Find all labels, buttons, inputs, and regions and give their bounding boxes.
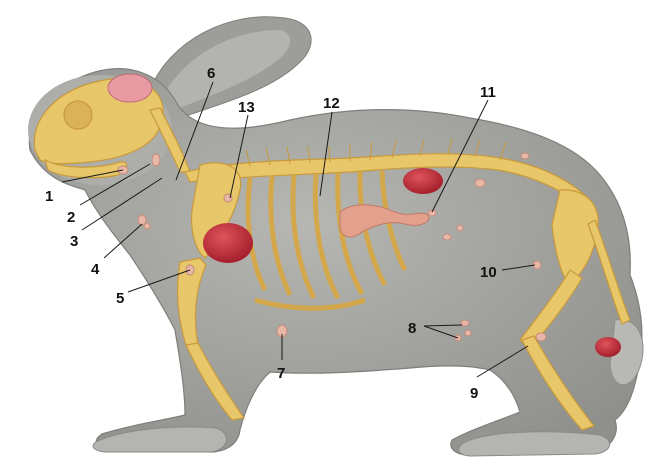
label-4: 4 (91, 261, 100, 278)
label-3: 3 (70, 233, 78, 250)
eye-socket (64, 101, 92, 129)
heart-organ (203, 223, 253, 263)
label-2: 2 (67, 209, 75, 226)
kidney-organ (403, 168, 443, 194)
label-10: 10 (480, 264, 497, 281)
label-9: 9 (470, 385, 478, 402)
label-1: 1 (45, 188, 53, 205)
label-7: 7 (277, 365, 285, 382)
label-12: 12 (323, 95, 340, 112)
label-6: 6 (207, 65, 215, 82)
hind-organ (595, 337, 621, 357)
label-11: 11 (480, 84, 496, 101)
label-13: 13 (238, 99, 255, 116)
brain (108, 74, 152, 102)
label-5: 5 (116, 290, 124, 307)
label-8: 8 (408, 320, 416, 337)
